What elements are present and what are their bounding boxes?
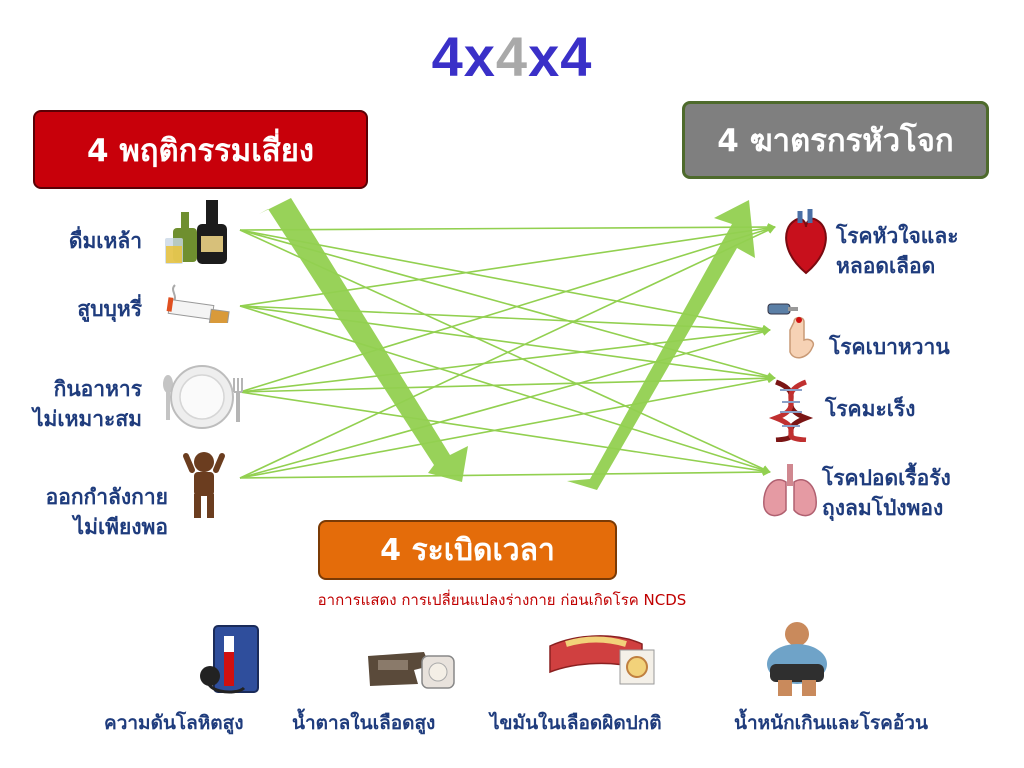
behavior-label-exercise: ออกกำลังกายไม่เพียงพอ [45, 485, 168, 539]
time-bomb-label-lipids: ไขมันในเลือดผิดปกติ [490, 712, 662, 734]
sedentary-person-icon [183, 452, 225, 518]
big-arrow-up [567, 200, 755, 490]
link-behavior-2-disease-3 [239, 391, 771, 475]
link-behavior-3-disease-0 [239, 226, 776, 479]
time-bomb-label-blood-pressure: ความดันโลหิตสูง [104, 712, 244, 734]
disease-label-cancer: โรคมะเร็ง [825, 397, 916, 421]
finger-prick-icon [767, 303, 815, 359]
link-behavior-3-disease-3 [239, 468, 771, 479]
time-bomb-label-obesity: น้ำหนักเกินและโรคอ้วน [734, 712, 928, 734]
time-bomb-label-blood-sugar: น้ำตาลในเลือดสูง [292, 712, 436, 734]
disease-label-heart: โรคหัวใจและหลอดเลือด [836, 224, 959, 278]
blood-pressure-monitor-icon [200, 625, 259, 694]
alcohol-bottles-icon [165, 200, 227, 264]
clogged-artery-icon [549, 635, 655, 685]
disease-label-lung: โรคปอดเรื้อรังถุงลมโป่งพอง [822, 466, 951, 520]
obese-person-icon [767, 622, 827, 696]
big-arrow-down [259, 198, 468, 482]
behavior-disease-links [239, 223, 776, 479]
glucose-meter-icon [368, 652, 455, 689]
major-diseases-box: 4 ฆาตรกรหัวโจก [682, 101, 989, 179]
lungs-icon [763, 464, 817, 517]
risk-behaviors-box: 4 พฤติกรรมเสี่ยง [33, 110, 368, 189]
heart-icon [785, 209, 827, 275]
link-behavior-0-disease-0 [239, 223, 776, 232]
plate-fork-spoon-icon [163, 365, 243, 429]
link-behavior-0-disease-1 [239, 229, 771, 333]
link-behavior-1-disease-3 [239, 305, 771, 474]
dna-icon [768, 379, 814, 442]
link-behavior-3-disease-2 [239, 375, 776, 479]
time-bombs-subtitle: อาการแสดง การเปลี่ยนแปลงร่างกาย ก่อนเกิด… [317, 591, 687, 609]
link-behavior-1-disease-2 [239, 305, 776, 382]
behavior-label-smoking: สูบบุหรี่ [77, 297, 142, 321]
link-behavior-2-disease-0 [239, 225, 776, 393]
cigarette-icon [166, 284, 230, 323]
link-behavior-2-disease-2 [239, 374, 776, 393]
time-bombs-box: 4 ระเบิดเวลา [318, 520, 617, 580]
behavior-label-diet: กินอาหารไม่เหมาะสม [33, 377, 142, 431]
behavior-label-alcohol: ดื่มเหล้า [68, 229, 142, 253]
page-title: 4x4x4 [431, 25, 593, 88]
link-behavior-2-disease-1 [239, 326, 771, 393]
link-behavior-3-disease-1 [239, 328, 771, 479]
disease-label-diabetes: โรคเบาหวาน [829, 335, 950, 359]
